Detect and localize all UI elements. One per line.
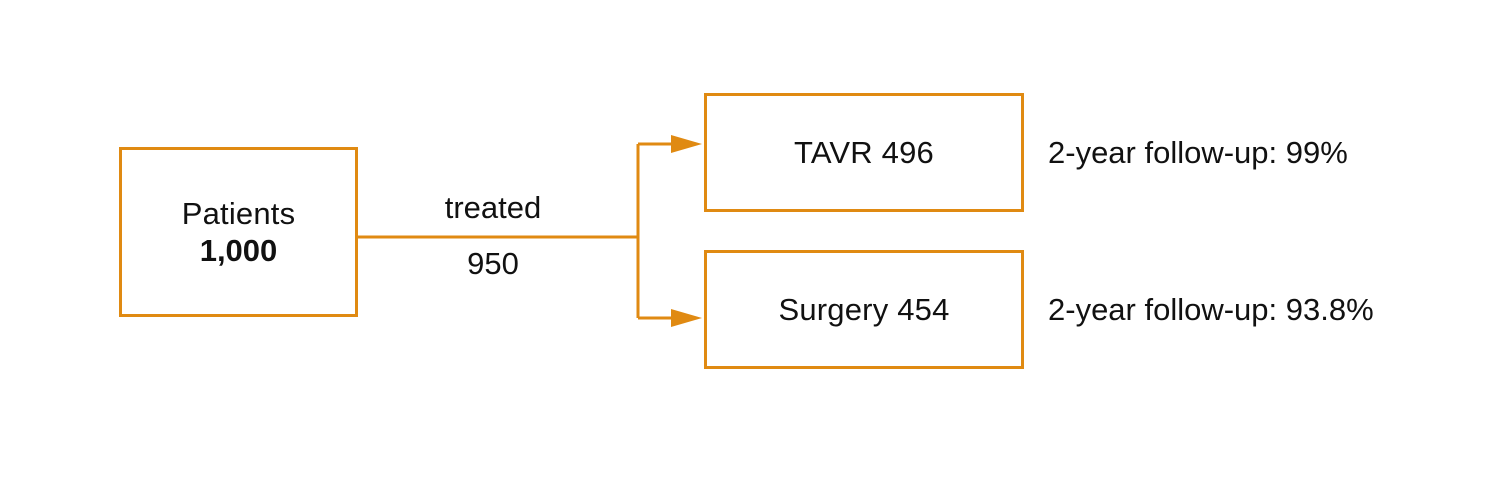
patients-count: 1,000 [199,233,278,268]
surgery-box: Surgery 454 [704,250,1024,369]
patients-label: Patients [181,195,296,231]
surgery-label: Surgery 454 [778,291,950,327]
arrowhead-surgery [671,309,702,327]
tavr-box: TAVR 496 [704,93,1024,212]
arrowhead-tavr [671,135,702,153]
tavr-label: TAVR 496 [793,134,934,170]
treated-label: treated [444,190,542,225]
patients-box: Patients 1,000 [119,147,358,317]
treated-count: 950 [467,246,519,281]
tavr-followup: 2-year follow-up: 99% [1048,135,1348,170]
surgery-followup: 2-year follow-up: 93.8% [1048,292,1374,327]
